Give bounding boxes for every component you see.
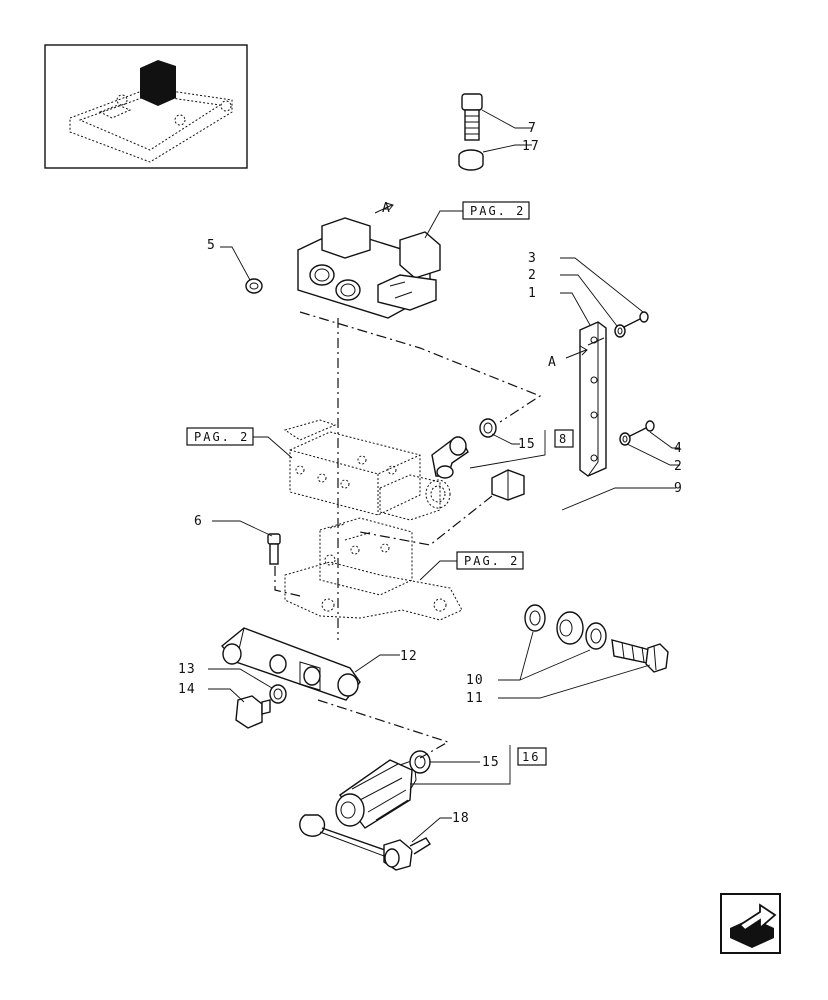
- callout-2-bottom: 2: [674, 459, 683, 474]
- callout-12: 12: [400, 649, 418, 664]
- middle-valve-section: [283, 419, 451, 521]
- callout-4: 4: [674, 441, 683, 456]
- screw-4: [627, 420, 655, 438]
- page-ref-16[interactable]: 16: [517, 747, 547, 766]
- callout-11: 11: [466, 691, 484, 706]
- callout-14: 14: [178, 682, 196, 697]
- svg-text:8: 8: [559, 432, 568, 446]
- washer-15-middle: [479, 418, 497, 438]
- assembly-guide-lines: [274, 311, 542, 759]
- seal-10-right: [585, 622, 607, 650]
- spool-boot: [335, 759, 417, 829]
- lower-valve-housing: [284, 517, 463, 621]
- washer-13: [269, 684, 287, 704]
- callout-17: 17: [522, 139, 540, 154]
- bracket-1: [579, 321, 607, 477]
- control-rod-18: [299, 814, 431, 871]
- svg-text:16: 16: [522, 750, 540, 764]
- callout-2-top: 2: [528, 268, 537, 283]
- callout-5: 5: [207, 238, 216, 253]
- callout-6: 6: [194, 514, 203, 529]
- screw-6: [267, 533, 281, 565]
- callout-7: 7: [528, 121, 537, 136]
- pipe-9: [491, 469, 584, 645]
- washer-2-bottom: [619, 432, 631, 446]
- washer-2-top: [614, 324, 626, 338]
- page-ref-8[interactable]: 8: [554, 429, 574, 448]
- view-arrow-a-top: A: [382, 201, 391, 216]
- screw-7: [461, 93, 483, 141]
- callout-3: 3: [528, 251, 537, 266]
- view-arrow-a-bracket: A: [548, 355, 557, 370]
- svg-text:PAG. 2: PAG. 2: [470, 204, 525, 218]
- seal-10-left: [524, 604, 546, 632]
- assembly-location-thumbnail[interactable]: [44, 44, 248, 169]
- svg-text:PAG. 2: PAG. 2: [464, 554, 519, 568]
- callout-9: 9: [674, 481, 683, 496]
- elbow-fitting: [431, 436, 469, 479]
- bolt-14: [235, 695, 271, 729]
- page-ref-pag2-middle[interactable]: PAG. 2: [186, 427, 254, 446]
- callout-10: 10: [466, 673, 484, 688]
- banjo-bolt-11: [611, 639, 669, 673]
- link-plate-12: [220, 627, 361, 701]
- callout-13: 13: [178, 662, 196, 677]
- page-ref-pag2-top[interactable]: PAG. 2: [462, 201, 530, 220]
- page-ref-pag2-lower[interactable]: PAG. 2: [456, 551, 524, 570]
- top-valve-body: [297, 217, 441, 319]
- callout-18: 18: [452, 811, 470, 826]
- next-page-arrow-icon[interactable]: [720, 893, 781, 954]
- screw-3: [621, 311, 649, 329]
- washer-17: [458, 149, 484, 171]
- washer-5: [245, 278, 263, 294]
- callout-1: 1: [528, 286, 537, 301]
- callout-15-middle: 15: [518, 437, 536, 452]
- callout-15-lower: 15: [482, 755, 500, 770]
- svg-text:PAG. 2: PAG. 2: [194, 430, 249, 444]
